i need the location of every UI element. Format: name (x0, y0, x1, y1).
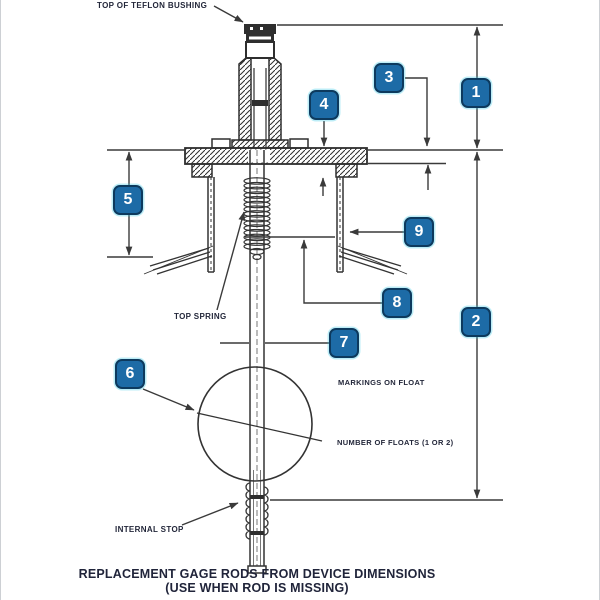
label-top-of-teflon-bushing: TOP OF TEFLON BUSHING (97, 1, 208, 10)
cage-chamber (143, 177, 408, 275)
callout-4[interactable]: 4 (309, 90, 339, 120)
rod-stop-band (250, 495, 264, 499)
callout-8-leader (300, 239, 383, 304)
label-number-of-floats: NUMBER OF FLOATS (1 OR 2) (337, 438, 454, 447)
title-line-1: REPLACEMENT GAGE RODS FROM DEVICE DIMENS… (78, 567, 436, 581)
top-spring-leader (216, 211, 246, 311)
callout-7[interactable]: 7 (329, 328, 359, 358)
teflon-bushing-leader (213, 5, 244, 23)
callout-3-leader (405, 77, 431, 147)
title-line-2: (USE WHEN ROD IS MISSING) (165, 581, 349, 595)
diagram-title: REPLACEMENT GAGE RODS FROM DEVICE DIMENS… (7, 567, 507, 595)
callout-2[interactable]: 2 (461, 307, 491, 337)
float (196, 366, 323, 482)
callout-1[interactable]: 1 (461, 78, 491, 108)
callout-3[interactable]: 3 (374, 63, 404, 93)
callout-6-leader (142, 388, 195, 411)
bottom-spring (245, 482, 269, 540)
dimension-lines (107, 5, 503, 526)
callout-8[interactable]: 8 (382, 288, 412, 318)
internal-stop-leader (181, 502, 239, 526)
flange (184, 147, 368, 178)
callout-5[interactable]: 5 (113, 185, 143, 215)
frame-border-left (0, 0, 1, 600)
cage-legs (143, 245, 408, 275)
callout-9[interactable]: 9 (404, 217, 434, 247)
label-markings-on-float: MARKINGS ON FLOAT (338, 378, 425, 387)
top-fitting (211, 24, 309, 149)
top-spring (243, 177, 271, 261)
gage-rod (247, 150, 267, 574)
label-top-spring: TOP SPRING (174, 312, 227, 321)
label-internal-stop: INTERNAL STOP (115, 525, 184, 534)
callout-6[interactable]: 6 (115, 359, 145, 389)
rod-end (247, 565, 267, 574)
rod-stop-band (250, 531, 264, 535)
float-count-line (196, 412, 323, 442)
